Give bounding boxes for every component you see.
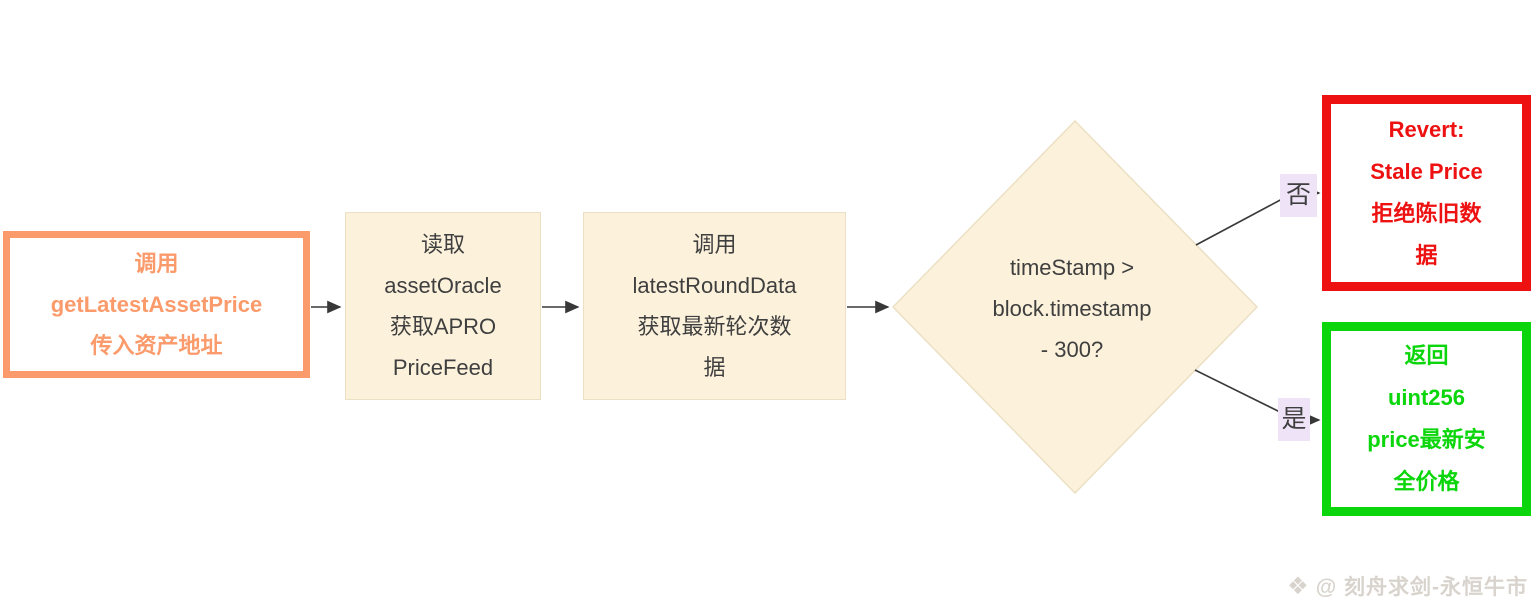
node-line: Stale Price — [1370, 159, 1483, 184]
node-line: 获取最新轮次数 — [637, 314, 792, 339]
node-line: 拒绝陈旧数 — [1371, 201, 1482, 226]
node-line: block.timestamp — [992, 295, 1152, 321]
node-line: 调用 — [692, 232, 737, 257]
node-line: assetOracle — [384, 273, 502, 298]
node-decision-timestamp-check: timeStamp > block.timestamp - 300? — [941, 246, 1203, 370]
edge-label-no-text: 否 — [1285, 181, 1311, 209]
node-line: price最新安 — [1367, 427, 1486, 452]
node-line: uint256 — [1387, 385, 1466, 410]
node-line: 调用 — [134, 251, 179, 276]
watermark-handle: @ 刻舟求剑-永恒牛市 — [1315, 576, 1528, 599]
diamond-ornament-icon: ❖ — [1287, 572, 1310, 600]
node-line: 全价格 — [1393, 469, 1460, 494]
node-line: - 300? — [1040, 336, 1104, 362]
edge-label-yes-text: 是 — [1281, 405, 1307, 433]
watermark: ❖ @ 刻舟求剑-永恒牛市 — [1287, 571, 1528, 601]
node-line: PriceFeed — [392, 355, 494, 380]
node-start-getlatestassetprice: 调用 getLatestAssetPrice 传入资产地址 — [3, 231, 310, 378]
node-return-uint256-price: 返回 uint256 price最新安 全价格 — [1322, 322, 1531, 516]
edge-label-yes: 是 — [1278, 398, 1310, 441]
node-revert-stale-price: Revert: Stale Price 拒绝陈旧数 据 — [1322, 95, 1531, 291]
node-line: 据 — [703, 355, 726, 380]
node-line: Revert: — [1388, 117, 1465, 142]
node-line: timeStamp > — [1009, 254, 1135, 280]
node-line: latestRoundData — [632, 273, 797, 298]
node-line: 据 — [1415, 243, 1438, 268]
node-line: 获取APRO — [389, 314, 497, 339]
node-line: 传入资产地址 — [90, 333, 223, 358]
node-call-latestrounddata: 调用 latestRoundData 获取最新轮次数 据 — [583, 212, 846, 400]
node-read-assetoracle: 读取 assetOracle 获取APRO PriceFeed — [345, 212, 541, 400]
node-line: 返回 — [1404, 343, 1449, 368]
edge-no-diagonal — [1195, 197, 1285, 246]
node-line: getLatestAssetPrice — [50, 292, 263, 317]
node-line: 读取 — [420, 232, 465, 257]
edge-yes-diagonal — [1194, 369, 1285, 415]
edge-label-no: 否 — [1280, 174, 1317, 217]
